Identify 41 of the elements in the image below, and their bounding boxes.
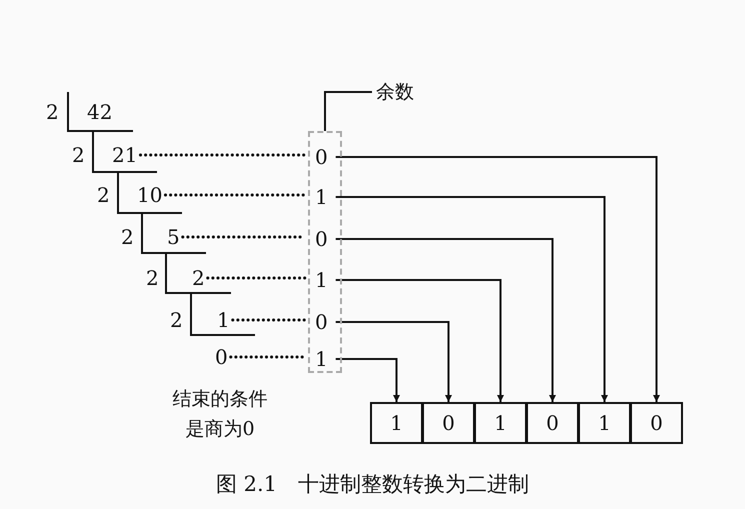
leader-line bbox=[324, 91, 372, 131]
arrow bbox=[336, 279, 504, 402]
arrow bbox=[336, 321, 452, 402]
quotient-number: 2 bbox=[192, 266, 205, 290]
bit-cell: 1 bbox=[578, 402, 631, 444]
arrow bbox=[336, 156, 660, 402]
remainder-heading: 余数 bbox=[376, 80, 414, 104]
bit-cell: 0 bbox=[526, 402, 579, 444]
dotted-line bbox=[138, 154, 306, 156]
figure-caption: 图 2.1 十进制整数转换为二进制 bbox=[214, 471, 530, 498]
bit-cell: 0 bbox=[422, 402, 475, 444]
arrow bbox=[336, 196, 608, 402]
note-text: 结束的条件是商为0 bbox=[172, 387, 268, 442]
bit-cell: 1 bbox=[474, 402, 527, 444]
remainder-digit: 1 bbox=[315, 185, 328, 209]
dashed-frame bbox=[308, 131, 342, 373]
dotted-line bbox=[164, 194, 306, 196]
dotted-line bbox=[206, 276, 306, 280]
quotient-number: 10 bbox=[137, 183, 162, 207]
remainder-digit: 0 bbox=[315, 310, 328, 334]
remainder-digit: 1 bbox=[315, 268, 328, 292]
bit-cell: 0 bbox=[630, 402, 683, 444]
divisor-number: 2 bbox=[46, 100, 59, 124]
divisor-number: 2 bbox=[72, 143, 85, 167]
bit-cell: 1 bbox=[370, 402, 423, 444]
remainder-digit: 0 bbox=[315, 227, 328, 251]
remainder-digit: 1 bbox=[315, 347, 328, 371]
divisor-number: 2 bbox=[97, 183, 110, 207]
divisor-number: 2 bbox=[170, 308, 183, 332]
divisor-number: 2 bbox=[146, 266, 159, 290]
arrow bbox=[336, 238, 556, 402]
remainder-digit: 0 bbox=[315, 145, 328, 169]
quotient-number: 0 bbox=[215, 345, 228, 369]
dotted-line bbox=[231, 318, 306, 322]
dividend-number: 42 bbox=[87, 100, 112, 124]
divisor-number: 2 bbox=[121, 225, 134, 249]
arrow bbox=[336, 358, 400, 402]
dotted-line bbox=[229, 356, 306, 358]
quotient-number: 21 bbox=[112, 143, 138, 167]
quotient-number: 5 bbox=[167, 225, 180, 249]
quotient-number: 1 bbox=[217, 308, 230, 332]
